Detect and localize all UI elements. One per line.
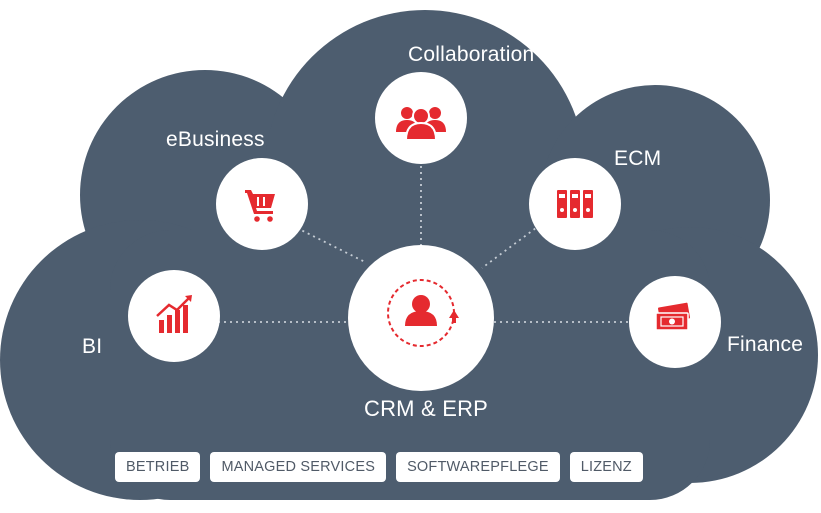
binders-icon [557, 190, 593, 218]
tag-betrieb: BETRIEB [115, 452, 201, 482]
shopping-cart-icon [245, 190, 275, 222]
node-label-ecm: ECM [614, 147, 662, 170]
node-label-bi: BI [82, 335, 103, 358]
team-icon [396, 107, 446, 141]
center-label: CRM & ERP [364, 396, 489, 421]
node-label-collaboration: Collaboration [408, 43, 535, 66]
tag-softwarepflege: SOFTWAREPFLEGE [396, 452, 560, 482]
connector-lines [218, 160, 630, 323]
connector-ecm [481, 224, 541, 269]
banknotes-icon [655, 302, 691, 331]
tag-lizenz: LIZENZ [569, 452, 643, 482]
node-label-finance: Finance [727, 333, 804, 356]
service-tags: BETRIEB MANAGED SERVICES SOFTWAREPFLEGE … [115, 452, 643, 482]
connector-ebusiness [296, 227, 366, 263]
growth-chart-icon [156, 295, 192, 333]
node-label-ebusiness: eBusiness [166, 128, 265, 151]
tag-managed-services: MANAGED SERVICES [210, 452, 387, 482]
node-bi-circle [128, 270, 220, 362]
person-cycle-icon [387, 279, 459, 347]
